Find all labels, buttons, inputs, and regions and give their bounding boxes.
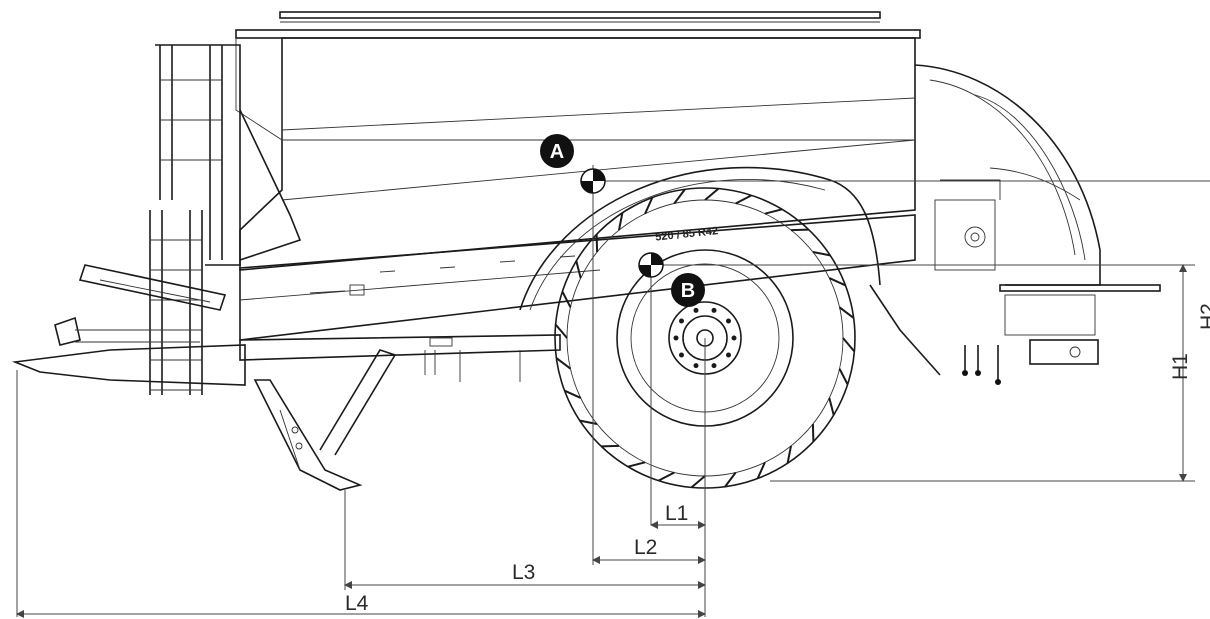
tread-lug (704, 187, 720, 201)
tread-lug (756, 461, 766, 479)
tread-lug (658, 471, 675, 482)
wheel-bolt (693, 363, 699, 369)
wheel-bolt (679, 318, 684, 324)
tread-lug (690, 475, 706, 489)
tread-lug (812, 251, 831, 257)
dimension-l2-label: L2 (634, 536, 657, 559)
tread-lug (811, 423, 815, 442)
wheel-bolt (693, 307, 699, 313)
parking-stand (253, 349, 397, 491)
tread-lug (555, 357, 572, 370)
tread-lug (554, 323, 568, 339)
tread-lug (601, 444, 620, 448)
dimension-lines (16, 264, 1187, 618)
wheel-bolt (726, 352, 731, 358)
tyre-size-marking: 520 / 85 R42 (655, 225, 719, 244)
tread-lug (673, 188, 686, 205)
hopper-body (235, 11, 1161, 385)
dimension-h2-label: H2 (1197, 303, 1210, 330)
tread-lug (618, 212, 624, 231)
drawbar (11, 264, 246, 386)
tread-lug (735, 194, 752, 205)
wheel-bolt (731, 335, 737, 341)
tread-lug (838, 368, 849, 385)
access-ladder (149, 44, 241, 395)
point-b-marker: B (671, 273, 705, 307)
axle-bracket (239, 334, 561, 382)
point-a-label: A (550, 141, 564, 163)
tread-lug (838, 306, 855, 319)
tread-lug (579, 419, 598, 425)
tread-lug (764, 208, 783, 215)
tread-lug (786, 445, 792, 464)
tread-lug (595, 234, 599, 253)
dimension-h1-label: H1 (1169, 353, 1192, 380)
tread-lug (828, 397, 835, 416)
mudguard (519, 166, 881, 311)
tread-lug (790, 228, 809, 232)
tread-lug (561, 291, 572, 308)
tread-lug (564, 389, 582, 399)
cog-target-a (580, 168, 606, 194)
cog-target-b (638, 252, 664, 278)
point-b-label: B (681, 280, 695, 302)
dimension-l4-label: L4 (345, 592, 369, 615)
wheel-bolt (679, 352, 684, 358)
tread-lug (842, 337, 856, 353)
reference-lines (16, 165, 1210, 617)
tread-lug (644, 197, 654, 215)
point-a-marker: A (540, 134, 574, 168)
dimension-l3-label: L3 (512, 561, 535, 584)
wheel-bolt (711, 307, 717, 313)
wheel-bolt (673, 335, 679, 341)
wheel: 520 / 85 R42 (554, 187, 856, 489)
wheel-bolt (726, 318, 731, 324)
tread-lug (828, 277, 846, 287)
dimension-l1-label: L1 (665, 502, 688, 525)
tread-lug (627, 461, 646, 468)
wheel-bolt (711, 363, 717, 369)
tread-lug (724, 471, 737, 488)
tread-lug (575, 260, 582, 279)
